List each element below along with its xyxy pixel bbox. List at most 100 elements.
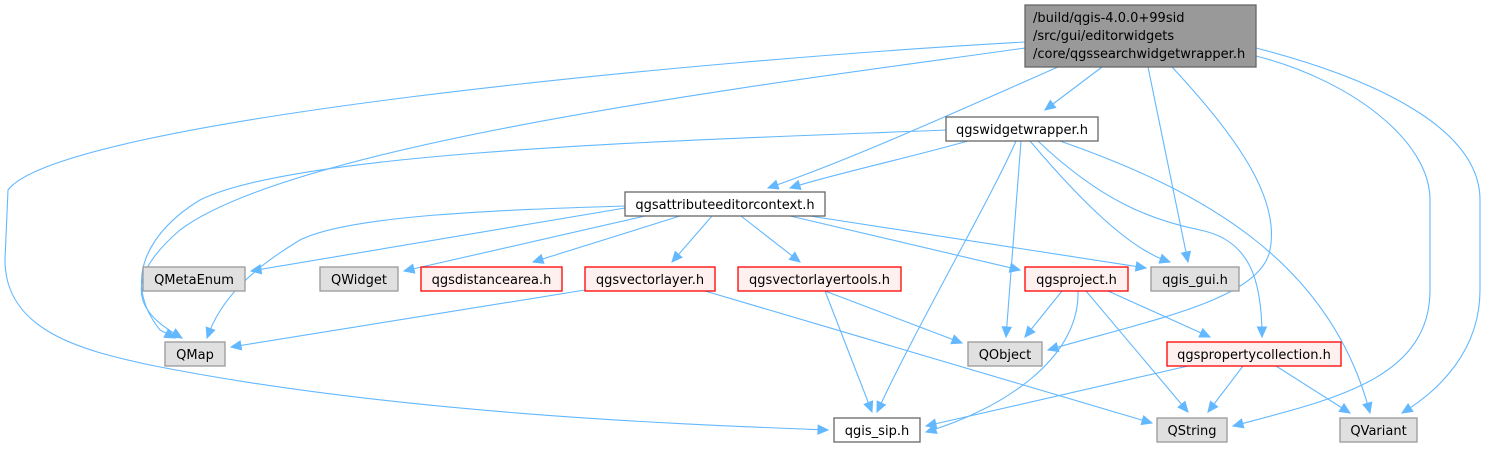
edge-qgswidgetwrapper-to-qgspropertycollection: [1037, 140, 1263, 338]
node-label: qgsvectorlayer.h: [596, 273, 704, 288]
arrowhead: [876, 400, 887, 414]
arrowhead: [402, 263, 416, 274]
node-label: QMap: [176, 348, 214, 363]
edge-qgsattributeeditorcontext-to-qgis_gui: [809, 215, 1147, 269]
node-box[interactable]: [1166, 341, 1342, 367]
arrowhead: [205, 326, 216, 340]
edge-qgswidgetwrapper-to-QObject: [1005, 140, 1022, 338]
node-box[interactable]: [1339, 417, 1418, 443]
arrowhead: [671, 250, 683, 263]
node-box[interactable]: [584, 266, 716, 292]
node-box[interactable]: [1024, 266, 1129, 292]
edge-root-to-qgis_gui: [1147, 66, 1189, 263]
edge-qgsvectorlayertools-to-qgis_sip: [824, 290, 873, 413]
node-label: qgsattributeeditorcontext.h: [635, 198, 814, 213]
edge-root-to-QMap: [140, 47, 1026, 339]
edge-qgsproject-to-QString: [1085, 290, 1189, 413]
edge-qgsvectorlayer-to-QString: [704, 290, 1153, 424]
arrowhead: [788, 179, 802, 190]
edge-qgsattributeeditorcontext-to-qgsproject: [789, 215, 1021, 271]
node-QString[interactable]: QString: [1156, 417, 1228, 443]
edge-qgsproject-to-qgspropertycollection: [1107, 290, 1211, 338]
node-qgsvectorlayertools[interactable]: qgsvectorlayertools.h: [737, 266, 902, 292]
node-label: qgis_gui.h: [1162, 273, 1228, 288]
arrowhead: [249, 264, 263, 275]
node-label: qgswidgetwrapper.h: [956, 123, 1088, 138]
node-box[interactable]: [624, 191, 826, 217]
node-label: QMetaEnum: [154, 273, 234, 288]
edge-qgsattributeeditorcontext-to-qgsdistancearea: [532, 215, 681, 263]
arrowhead: [1198, 327, 1212, 338]
node-label: /build/qgis-4.0.0+99sid: [1033, 11, 1184, 26]
arrowhead: [924, 418, 938, 429]
arrowhead: [1024, 325, 1036, 338]
node-label: QObject: [979, 348, 1032, 363]
edge-qgsattributeeditorcontext-to-QMetaEnum: [250, 207, 626, 272]
node-QObject[interactable]: QObject: [967, 341, 1043, 367]
edge-root-to-QObject: [1047, 66, 1272, 351]
node-label: qgis_sip.h: [845, 424, 909, 439]
node-box[interactable]: [1156, 417, 1228, 443]
node-box[interactable]: [833, 417, 921, 443]
node-box[interactable]: [164, 341, 226, 367]
edge-root-to-qgis_sip: [4, 41, 1026, 431]
node-QWidget[interactable]: QWidget: [319, 266, 399, 292]
node-qgsattributeeditorcontext[interactable]: qgsattributeeditorcontext.h: [624, 191, 826, 217]
edge-qgswidgetwrapper-to-QMap: [141, 129, 947, 339]
node-qgspropertycollection[interactable]: qgspropertycollection.h: [1166, 341, 1342, 367]
nodes-layer: /build/qgis-4.0.0+99sid/src/gui/editorwi…: [142, 4, 1418, 443]
arrowhead: [1140, 414, 1154, 426]
node-box[interactable]: [319, 266, 399, 292]
arrowhead: [531, 253, 545, 264]
edge-qgsvectorlayertools-to-QObject: [824, 290, 963, 344]
node-qgis_gui[interactable]: qgis_gui.h: [1150, 266, 1240, 292]
node-box[interactable]: [1024, 4, 1257, 68]
node-QMap[interactable]: QMap: [164, 341, 226, 367]
edge-qgsattributeeditorcontext-to-QWidget: [403, 215, 646, 272]
arrowhead: [863, 400, 874, 414]
node-root[interactable]: /build/qgis-4.0.0+99sid/src/gui/editorwi…: [1024, 4, 1257, 68]
arrowhead: [1177, 400, 1189, 413]
arrowhead: [1001, 326, 1013, 339]
node-QMetaEnum[interactable]: QMetaEnum: [142, 266, 246, 292]
arrowhead: [1207, 400, 1219, 413]
arrowhead: [1231, 418, 1245, 429]
node-qgsvectorlayer[interactable]: qgsvectorlayer.h: [584, 266, 716, 292]
node-box[interactable]: [737, 266, 902, 292]
edges-layer: [4, 41, 1481, 435]
arrowhead: [1400, 402, 1414, 414]
node-qgsdistancearea[interactable]: qgsdistancearea.h: [420, 266, 563, 292]
edge-qgswidgetwrapper-to-qgis_gui: [1029, 140, 1171, 263]
arrowhead: [950, 334, 964, 345]
node-box[interactable]: [967, 341, 1043, 367]
arrowhead: [1338, 402, 1352, 414]
node-qgswidgetwrapper[interactable]: qgswidgetwrapper.h: [945, 116, 1099, 142]
edge-qgswidgetwrapper-to-QVariant: [1059, 140, 1371, 414]
node-qgis_sip[interactable]: qgis_sip.h: [833, 417, 921, 443]
node-QVariant[interactable]: QVariant: [1339, 417, 1418, 443]
edge-root-to-qgswidgetwrapper: [1044, 66, 1103, 111]
edge-root-to-QVariant: [1255, 47, 1481, 414]
arrowhead: [1044, 99, 1057, 111]
node-box[interactable]: [420, 266, 563, 292]
node-qgsproject[interactable]: qgsproject.h: [1024, 266, 1129, 292]
edge-qgsproject-to-qgis_sip: [925, 290, 1079, 433]
arrowhead: [1256, 326, 1268, 339]
node-label: /src/gui/editorwidgets: [1033, 29, 1174, 44]
edge-root-to-QString: [1232, 55, 1431, 427]
node-label: qgspropertycollection.h: [1177, 348, 1331, 363]
arrowhead: [1158, 253, 1172, 264]
arrowhead: [1008, 262, 1022, 273]
node-box[interactable]: [945, 116, 1099, 142]
edge-qgsattributeeditorcontext-to-QMap: [206, 205, 626, 339]
node-box[interactable]: [1150, 266, 1240, 292]
edge-qgspropertycollection-to-qgis_sip: [925, 365, 1189, 427]
arrowhead: [766, 179, 780, 190]
arrowhead: [163, 328, 177, 339]
arrowhead: [1180, 250, 1192, 264]
node-box[interactable]: [142, 266, 246, 292]
edge-qgsvectorlayer-to-QMap: [230, 289, 586, 348]
node-label: qgsvectorlayertools.h: [749, 273, 890, 288]
edge-root-to-qgsattributeeditorcontext: [767, 66, 1059, 189]
